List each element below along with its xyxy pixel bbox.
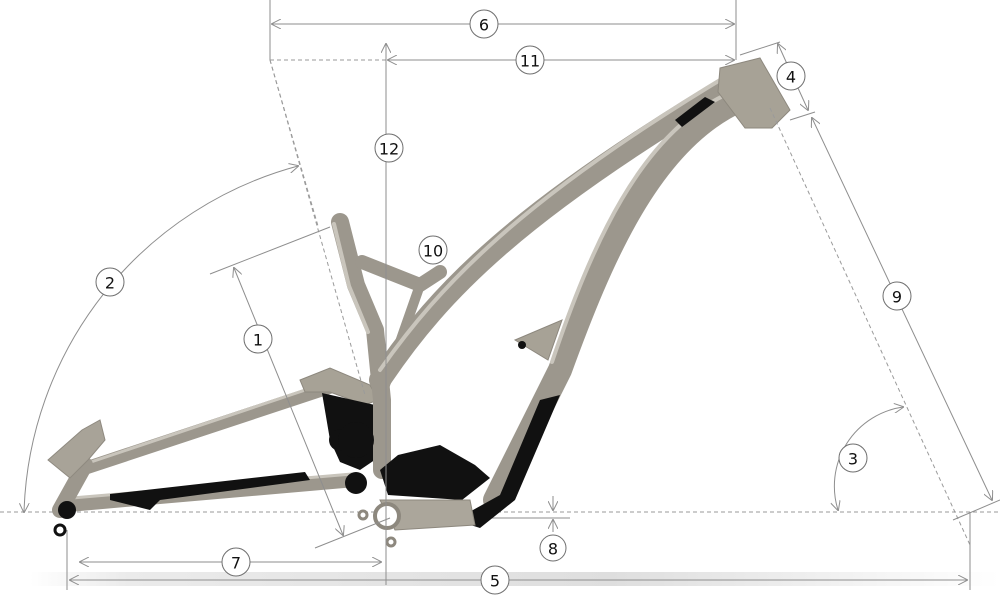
svg-text:11: 11 [520, 52, 540, 71]
callout-8: 8 [539, 534, 567, 562]
ground-shadow [30, 572, 1000, 586]
svg-text:7: 7 [231, 554, 241, 573]
callout-9: 9 [882, 281, 912, 311]
svg-text:8: 8 [548, 540, 558, 559]
dimension-lines [24, 0, 1000, 590]
svg-text:3: 3 [848, 450, 858, 469]
bottom-bracket [373, 502, 401, 530]
callout-11: 11 [515, 45, 545, 75]
derailleur-hanger [53, 523, 67, 537]
callout-6: 6 [469, 9, 499, 39]
callout-4: 4 [776, 61, 806, 91]
callout-12: 12 [374, 133, 404, 163]
motor-cover [380, 445, 490, 500]
bike-frame [47, 57, 791, 548]
svg-text:2: 2 [105, 274, 115, 293]
svg-text:9: 9 [892, 288, 902, 307]
downtube-guard [455, 395, 560, 528]
callout-7: 7 [221, 547, 251, 577]
callout-5: 5 [480, 565, 510, 595]
callout-1: 1 [243, 324, 273, 354]
callout-2: 2 [95, 267, 125, 297]
svg-text:4: 4 [786, 68, 796, 87]
svg-text:1: 1 [253, 331, 263, 350]
svg-text:10: 10 [423, 242, 443, 261]
callout-10: 10 [418, 235, 448, 265]
svg-text:12: 12 [379, 140, 399, 159]
svg-text:5: 5 [490, 572, 500, 591]
svg-text:6: 6 [479, 16, 489, 35]
callout-3: 3 [838, 443, 868, 473]
rear-axle [58, 501, 76, 519]
